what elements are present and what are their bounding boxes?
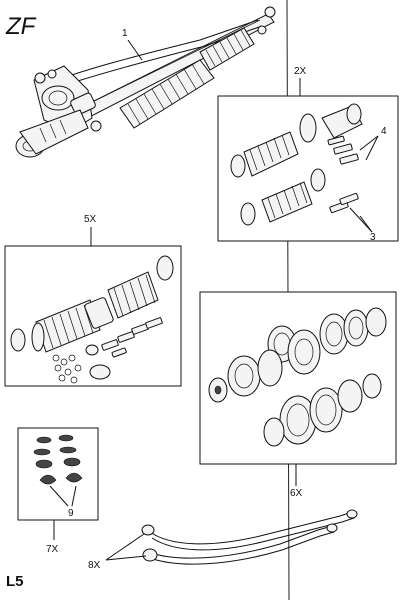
page-code: L5 [6,573,24,590]
kit-box-7x [17,427,99,521]
callout-8x: 8X [88,560,101,571]
small-seal-kit-7x-parts [33,434,83,507]
callout-7x: 7X [46,544,59,555]
callout-5x: 5X [84,214,97,225]
callout-2x: 2X [294,66,307,77]
steering-rack-assembly [15,6,276,158]
hydraulic-pipes [105,509,358,565]
rack-bellows-center [119,59,215,129]
callout-3: 3 [370,232,376,243]
handwritten-note: ZF [5,13,37,40]
callout-9: 9 [68,508,74,519]
bellows-kit-2x-parts [230,103,379,233]
seal-kit-6x-parts [208,307,387,447]
callout-4: 4 [381,126,387,137]
bellows-kit-5x-parts [10,255,174,384]
callout-6x: 6X [290,488,303,499]
callout-1: 1 [122,28,128,39]
rack-bellows-right [199,27,255,71]
